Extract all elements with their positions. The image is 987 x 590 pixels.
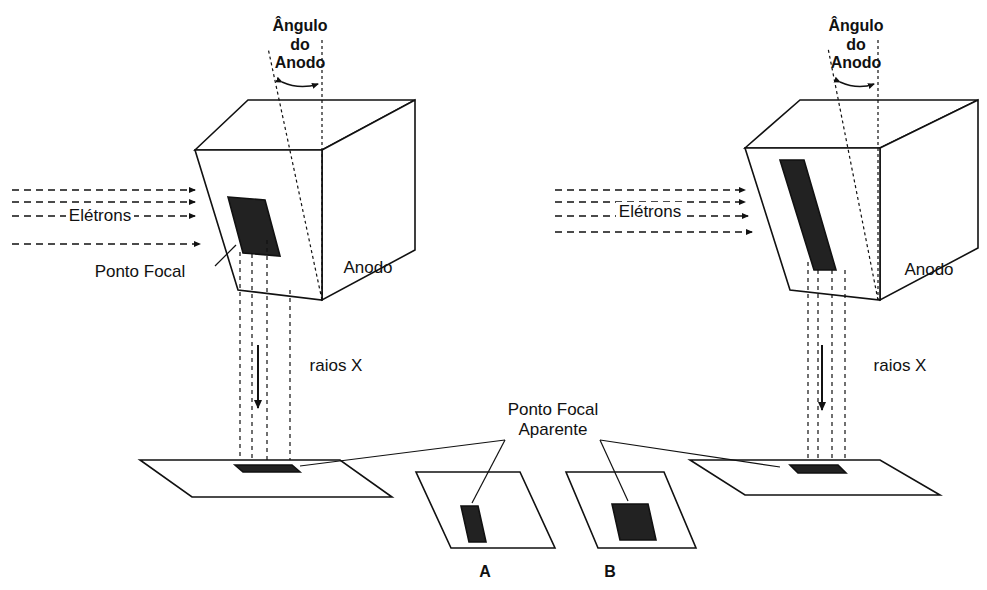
angle-label: Ângulo do Anodo [272, 17, 327, 72]
electrons-label: Elétrons [616, 202, 684, 222]
xray-label: raios X [874, 356, 927, 376]
anode-label: Anodo [343, 258, 392, 278]
electrons-label: Elétrons [66, 206, 134, 226]
apparent-focal-spot-label: Ponto Focal Aparente [483, 400, 623, 439]
focal-spot-label: Ponto Focal [95, 262, 186, 282]
anode-label: Anodo [904, 260, 953, 280]
xray-label: raios X [310, 356, 363, 376]
panel-letter: A [479, 563, 491, 581]
panel-letter: B [604, 563, 616, 581]
angle-label: Ângulo do Anodo [828, 17, 883, 72]
